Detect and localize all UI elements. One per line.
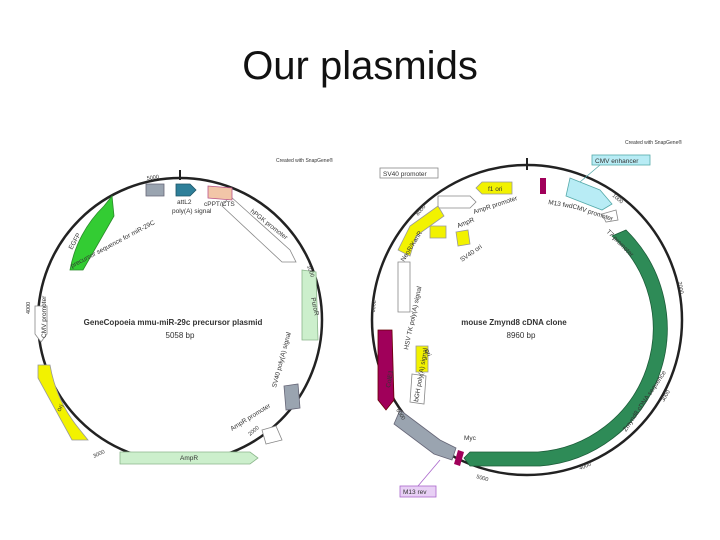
- right-bgh-box: [409, 373, 427, 405]
- right-label-ori: ori: [423, 348, 432, 357]
- right-tick-2000: 2000: [676, 281, 684, 294]
- left-plasmid-size: 5058 bp: [166, 331, 195, 340]
- right-label-m13fwd: M13 fwd: [548, 199, 574, 210]
- right-tick-4000: 4000: [579, 462, 593, 472]
- left-label-polya: poly(A) signal: [172, 208, 212, 215]
- right-cmv-arrow: [565, 177, 613, 211]
- right-label-f1ori: f1 ori: [488, 186, 502, 193]
- left-label-cmv: CMV promoter: [41, 295, 48, 338]
- left-amppromoter-box: [261, 425, 283, 445]
- right-label-m13rev: M13 rev: [403, 489, 427, 496]
- right-plasmid-size: 8960 bp: [507, 331, 536, 340]
- right-tick-6000: 6000: [394, 408, 406, 422]
- left-tick-2000: 2000: [247, 425, 260, 437]
- right-tick-5000: 5000: [475, 474, 488, 483]
- right-sv40ori-box: [455, 229, 471, 247]
- right-label-amppromoter: AmpR promoter: [472, 195, 519, 216]
- left-tick-3000: 3000: [92, 449, 106, 460]
- left-label-cppt: cPPT/CTS: [204, 201, 235, 208]
- left-label-amppromoter: AmpR promoter: [229, 402, 272, 433]
- right-m13fwd-mark: [540, 178, 546, 194]
- left-grey-box-top: [145, 183, 165, 197]
- right-cole1-arrow: [377, 329, 395, 411]
- right-hsvtk-box: [397, 261, 411, 313]
- left-puror-arrow: [301, 269, 319, 341]
- left-plasmid-map: Created with SnapGene® GeneCopoeia mmu-m…: [26, 157, 333, 465]
- right-myc-mark: [454, 450, 464, 466]
- left-attl2-arrow: [175, 183, 197, 197]
- right-label-cole1: ColE1: [385, 369, 395, 388]
- left-tick-1000: 1000: [305, 265, 315, 279]
- right-m13rev-leader: [417, 459, 441, 487]
- left-tick-4000: 4000: [26, 302, 32, 314]
- right-label-sv40promoter: SV40 promoter: [383, 171, 428, 178]
- right-tick-7000: 7000: [369, 300, 376, 313]
- right-label-sv40ori: SV40 ori: [459, 244, 483, 264]
- left-label-ampr: AmpR: [180, 455, 198, 462]
- right-t7-arrow: [601, 209, 619, 223]
- right-cmv-enh-leader: [579, 164, 601, 183]
- left-label-sv40pa: SV40 poly(A) signal: [271, 331, 293, 388]
- left-sv40pa-box: [283, 383, 301, 411]
- right-amppromoter-arrow: [437, 195, 477, 209]
- left-cmv-arrow: [34, 305, 48, 343]
- right-neokan-arrow: [397, 205, 445, 257]
- left-label-puror: PuroR: [309, 297, 320, 317]
- left-egfp-arrow: [69, 194, 115, 271]
- right-cmv-enhancer-box: [591, 154, 651, 166]
- right-tick-3000: 3000: [661, 389, 672, 403]
- left-plasmid-name: GeneCopoeia mmu-miR-29c precursor plasmi…: [84, 318, 263, 327]
- right-ori-box: [415, 345, 429, 373]
- right-plasmid-map: Created with SnapGene® mouse Zmynd8 cDNA…: [369, 139, 684, 498]
- right-sv40-promoter-box: [379, 167, 439, 179]
- left-tick-5000: 5000: [146, 174, 159, 182]
- right-ampr-box: [429, 225, 447, 239]
- left-watermark: Created with SnapGene®: [276, 157, 333, 164]
- left-cppt-box: [207, 185, 233, 201]
- left-hpgk-arrow: [221, 195, 297, 263]
- right-zmynd8-arrow: [463, 229, 668, 467]
- left-label-ori: ori: [56, 403, 66, 413]
- left-ampr-arrow: [119, 451, 259, 465]
- right-label-myc: Myc: [464, 435, 477, 442]
- right-label-cmv-enhancer: CMV enhancer: [595, 158, 639, 165]
- right-f1ori-arrow: [475, 181, 513, 195]
- slide-title: Our plasmids: [242, 44, 478, 88]
- right-watermark: Created with SnapGene®: [625, 139, 682, 146]
- right-tick-1000: 1000: [611, 193, 624, 205]
- right-grey-arrow: [393, 409, 457, 461]
- right-label-ampr: AmpR: [456, 216, 476, 229]
- left-label-attl2: attL2: [177, 199, 192, 206]
- left-ori-arrow: [37, 364, 89, 441]
- right-plasmid-name: mouse Zmynd8 cDNA clone: [461, 318, 567, 327]
